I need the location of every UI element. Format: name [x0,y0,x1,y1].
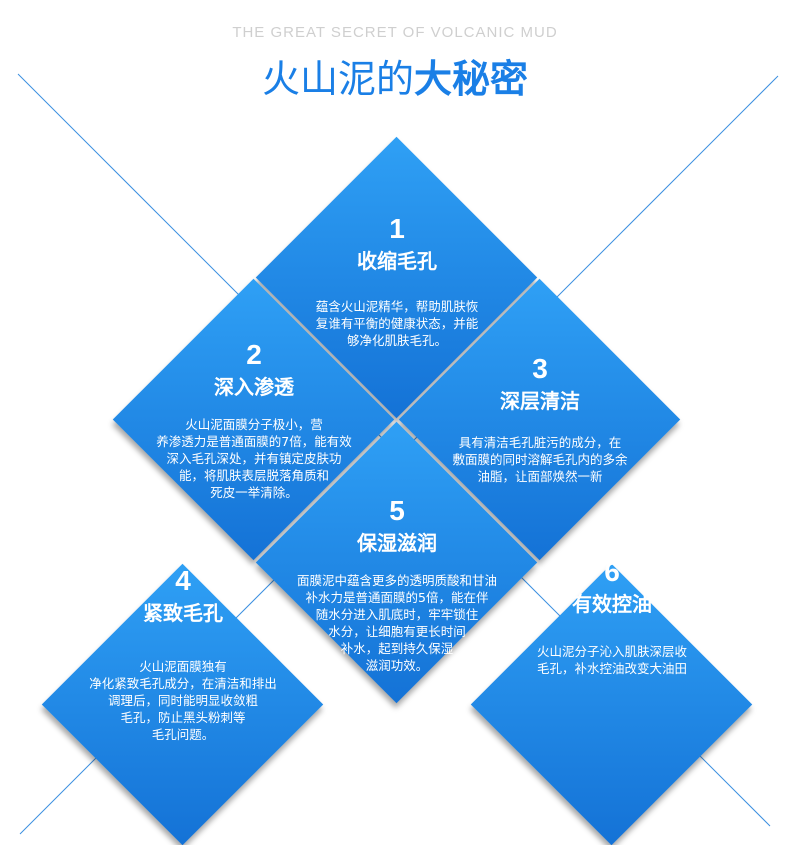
description-line: 死皮一举清除。 [210,485,298,500]
feature-title: 有效控油 [572,592,652,616]
description-line: 蕴含火山泥精华，帮助肌肤恢 [315,299,479,314]
description-line: 敷面膜的同时溶解毛孔内的多余 [452,452,628,467]
feature-description: 火山泥面膜分子极小，营 养渗透力是普通面膜的7倍，能有效 深入毛孔深处，并有镇定… [124,416,384,501]
description-line: 复谁有平衡的健康状态，并能 [315,316,479,331]
description-line: 毛孔，补水控油改变大油田 [536,661,687,676]
feature-title: 紧致毛孔 [143,601,223,625]
feature-5: 5 保湿滋润 面膜泥中蕴含更多的透明质酸和甘油 补水力是普通面膜的5倍，能在伴 … [262,494,532,674]
description-line: 能，将肌肤表层脱落角质和 [178,468,329,483]
feature-description: 具有清洁毛孔脏污的成分，在 敷面膜的同时溶解毛孔内的多余 油脂，让面部焕然一新 [410,434,670,485]
description-line: 养渗透力是普通面膜的7倍，能有效 [156,434,352,449]
description-line: 火山泥面膜独有 [139,659,227,674]
feature-6: 6 有效控油 火山泥分子沁入肌肤深层收 毛孔，补水控油改变大油田 [482,555,742,677]
feature-title: 深层清洁 [500,389,580,413]
feature-description: 火山泥分子沁入肌肤深层收 毛孔，补水控油改变大油田 [482,643,742,677]
feature-title: 收缩毛孔 [357,249,437,273]
feature-2: 2 深入渗透 火山泥面膜分子极小，营 养渗透力是普通面膜的7倍，能有效 深入毛孔… [124,338,384,501]
page-title: 火山泥的大秘密 [0,48,790,103]
header-subtitle: THE GREAT SECRET OF VOLCANIC MUD [232,24,558,41]
feature-description: 火山泥面膜独有 净化紧致毛孔成分，在清洁和排出 调理后，同时能明显收敛粗 毛孔，… [53,658,313,743]
description-line: 深入毛孔深处，并有镇定皮肤功 [166,451,342,466]
feature-number: 1 [389,213,405,244]
description-line: 随水分进入肌底时，牢牢锁住 [315,607,479,622]
feature-4: 4 紧致毛孔 火山泥面膜独有 净化紧致毛孔成分，在清洁和排出 调理后，同时能明显… [53,564,313,743]
description-line: 具有清洁毛孔脏污的成分，在 [458,435,622,450]
title-normal: 火山泥的 [261,57,414,101]
feature-title: 深入渗透 [214,375,294,399]
feature-1: 1 收缩毛孔 蕴含火山泥精华，帮助肌肤恢 复谁有平衡的健康状态，并能 够净化肌肤… [287,212,507,349]
feature-number: 2 [246,339,262,370]
feature-number: 4 [175,565,191,596]
feature-number: 3 [532,353,548,384]
description-line: 补水，起到持久保湿 [340,641,454,656]
feature-description: 面膜泥中蕴含更多的透明质酸和甘油 补水力是普通面膜的5倍，能在伴 随水分进入肌底… [262,572,532,674]
description-line: 火山泥面膜分子极小，营 [185,417,323,432]
feature-number: 5 [389,495,405,526]
description-line: 水分，让细胞有更长时间 [328,624,466,639]
description-line: 火山泥分子沁入肌肤深层收 [536,644,687,659]
description-line: 毛孔问题。 [151,727,215,742]
description-line: 滋润功效。 [365,658,429,673]
description-line: 够净化肌肤毛孔。 [346,333,447,348]
description-line: 净化紧致毛孔成分，在清洁和排出 [89,676,277,691]
description-line: 油脂，让面部焕然一新 [477,469,603,484]
description-line: 毛孔，防止黑头粉刺等 [120,710,246,725]
title-bold: 大秘密 [414,57,529,101]
feature-3: 3 深层清洁 具有清洁毛孔脏污的成分，在 敷面膜的同时溶解毛孔内的多余 油脂，让… [410,352,670,485]
feature-description: 蕴含火山泥精华，帮助肌肤恢 复谁有平衡的健康状态，并能 够净化肌肤毛孔。 [287,298,507,349]
description-line: 面膜泥中蕴含更多的透明质酸和甘油 [296,573,497,588]
description-line: 调理后，同时能明显收敛粗 [107,693,258,708]
feature-number: 6 [604,556,620,587]
feature-title: 保湿滋润 [357,531,437,555]
description-line: 补水力是普通面膜的5倍，能在伴 [305,590,489,605]
